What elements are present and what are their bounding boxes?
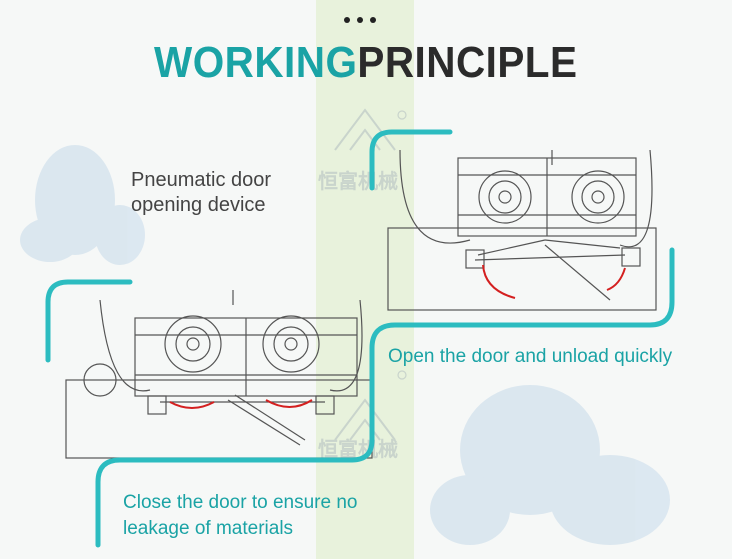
close-arrow-right [265,399,313,408]
center-stripe [316,0,414,559]
close-arrow-left [169,401,215,409]
device-label: Pneumatic door opening device [131,169,272,216]
teal-connector-lines [45,129,675,548]
more-dots-icon [340,10,390,26]
title-part-1: WORKING [154,38,358,87]
ornament-flourish [20,145,670,545]
diagram-closed [65,290,373,459]
close-door-label: Close the door to ensure no leakage of m… [123,492,358,539]
watermark-text-top: 恒富机械 [318,169,398,193]
open-arrow-right [606,267,626,291]
watermark-logo [334,108,396,441]
diagram-open [387,149,657,311]
open-arrow-left [482,264,516,299]
open-door-label: Open the door and unload quickly [388,346,673,367]
page-title: WORKINGPRINCIPLE [29,38,702,88]
title-part-2: PRINCIPLE [357,38,578,87]
